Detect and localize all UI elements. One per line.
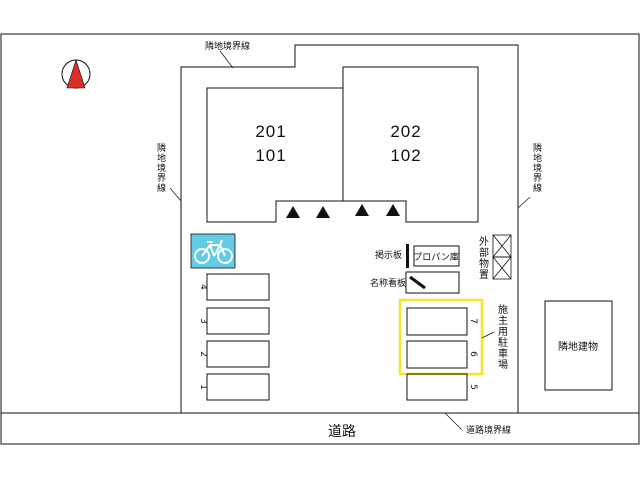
unit-101: 101 (255, 146, 286, 165)
boundary-label-right: 隣地境界線 (531, 142, 542, 193)
leader-line (169, 187, 182, 202)
neighbor-building-label: 隣地建物 (558, 340, 598, 353)
north-arrow-icon: N (61, 59, 91, 89)
propane-store-label: プロパン庫 (413, 251, 458, 263)
neighbor-building (544, 300, 613, 391)
parking-number-7: 7 (468, 318, 478, 324)
parking-space-2 (206, 340, 270, 368)
outdoor-storage-label: 外部物置 (477, 236, 489, 280)
unit-202: 202 (390, 122, 421, 141)
owner-parking-label: 施主用駐車場 (496, 303, 508, 370)
entrance-marker (286, 206, 300, 218)
parking-space-3 (206, 307, 270, 335)
parking-space-6 (406, 340, 468, 369)
name-sign-area (405, 271, 460, 294)
entrance-marker (355, 204, 369, 216)
owner-parking-zone (398, 298, 484, 376)
unit-102: 102 (390, 146, 421, 165)
north-label: N (80, 63, 85, 70)
parking-space-7 (406, 307, 468, 336)
leader-line (219, 50, 234, 69)
boundary-label-top: 隣地境界線 (205, 40, 250, 52)
parking-number-5: 5 (468, 384, 478, 390)
apartment-building (206, 66, 479, 223)
parking-number-1: 1 (198, 384, 208, 390)
parking-space-4 (206, 273, 270, 301)
entrance-markers (286, 204, 400, 218)
road-label: 道路 (328, 424, 356, 440)
bicycle-icon (194, 239, 233, 264)
name-sign-label: 名称看板 (370, 277, 406, 289)
parking-number-3: 3 (198, 318, 208, 324)
bicycle-parking (190, 233, 236, 269)
entrance-marker (386, 204, 400, 216)
leader-line (481, 331, 495, 339)
propane-store (413, 245, 460, 267)
leader-line (444, 412, 463, 431)
parking-space-5 (406, 373, 468, 401)
notice-board-label: 掲示板 (375, 249, 402, 261)
name-sign (409, 275, 426, 290)
parking-number-6: 6 (468, 351, 478, 357)
parking-number-4: 4 (198, 284, 208, 290)
leader-line (517, 196, 531, 209)
road (0, 412, 640, 445)
entrance-marker (316, 206, 330, 218)
map-frame (0, 33, 640, 445)
boundary-label-left: 隣地境界線 (155, 142, 166, 193)
boundary-label-road: 道路境界線 (466, 424, 511, 436)
parking-space-1 (206, 373, 270, 401)
notice-board (406, 244, 409, 268)
unit-201: 201 (255, 122, 286, 141)
parking-number-2: 2 (198, 351, 208, 357)
outdoor-storage (492, 234, 512, 280)
